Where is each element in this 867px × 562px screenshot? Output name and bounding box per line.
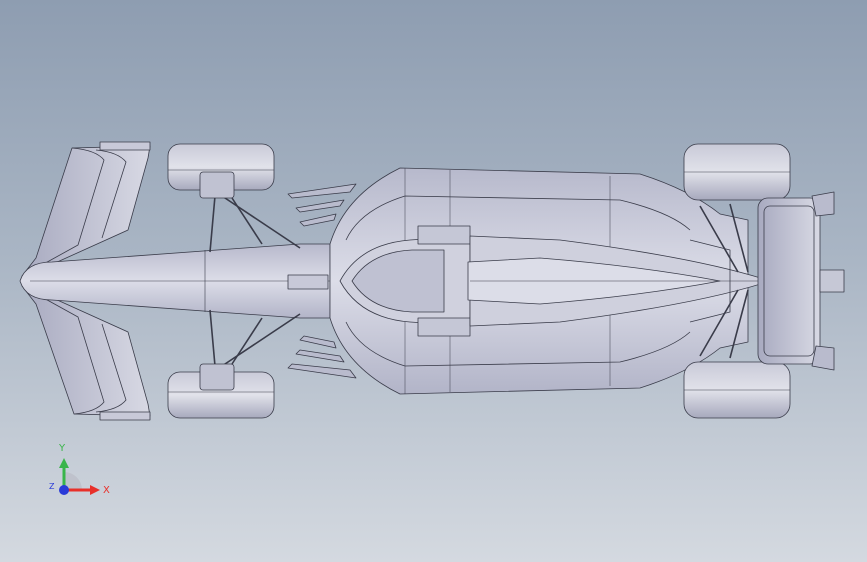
y-axis-arrowhead xyxy=(59,458,69,468)
front-suspension xyxy=(209,195,301,367)
front-right-tyre xyxy=(167,363,275,419)
rear-left-tyre xyxy=(683,143,791,201)
bargeboard-fins xyxy=(287,183,357,379)
x-axis-label: X xyxy=(103,485,110,496)
z-axis-label: Z xyxy=(49,482,55,491)
y-axis-label: Y xyxy=(59,443,66,454)
rear-right-tyre xyxy=(683,361,791,419)
rear-suspension xyxy=(699,203,749,359)
z-axis-dot xyxy=(59,485,69,495)
coordinate-triad: Y X Z xyxy=(40,440,120,510)
rear-wing xyxy=(757,191,845,371)
front-left-tyre xyxy=(167,143,275,199)
front-wing xyxy=(21,141,151,421)
triad-plane-icon xyxy=(64,472,82,490)
cockpit xyxy=(287,225,471,337)
x-axis-arrowhead xyxy=(90,485,100,495)
